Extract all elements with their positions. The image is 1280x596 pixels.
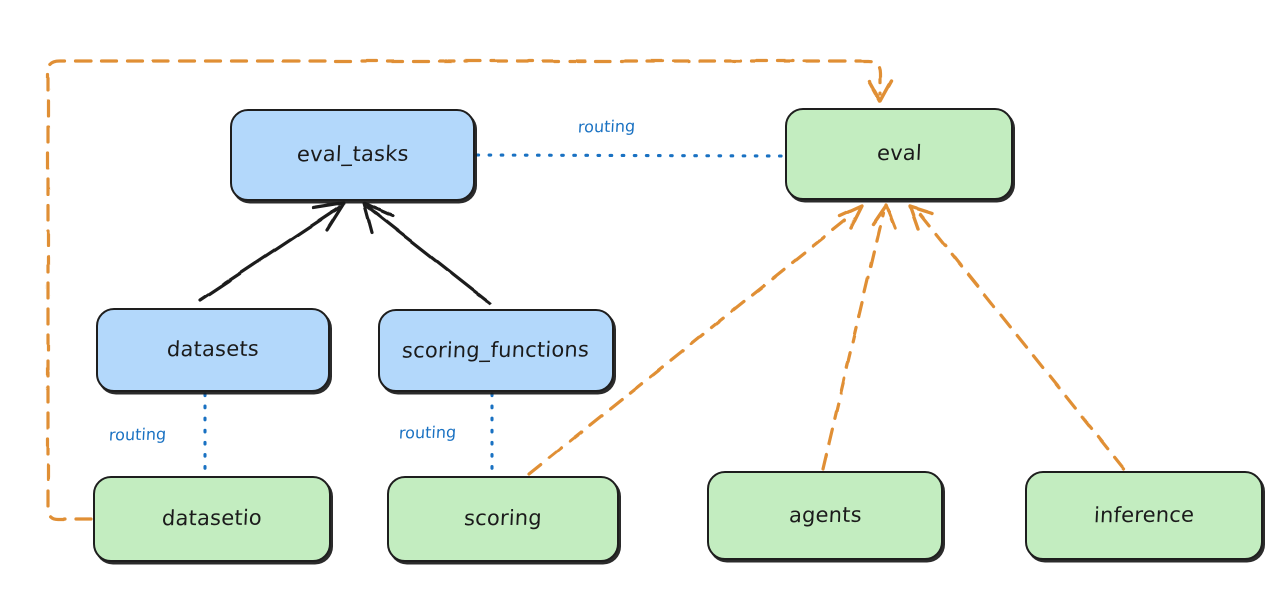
node-datasetio[interactable]: datasetio (93, 476, 331, 562)
edge-label-routing-eval-tasks: routing (577, 116, 636, 137)
node-scoring[interactable]: scoring (387, 476, 619, 562)
edge-label-routing-scoring-functions: routing (398, 422, 457, 443)
edge-agents-to-eval (821, 203, 897, 471)
node-datasets[interactable]: datasets (96, 308, 330, 392)
edge-label-routing-datasets: routing (108, 424, 167, 445)
node-scoring-functions-label: scoring_functions (401, 337, 591, 363)
node-eval-tasks[interactable]: eval_tasks (230, 109, 475, 201)
node-datasetio-label: datasetio (161, 506, 263, 531)
edge-inference-to-eval (908, 204, 1126, 471)
node-eval-tasks-label: eval_tasks (296, 142, 409, 167)
node-scoring-label: scoring (463, 506, 543, 531)
node-eval[interactable]: eval (785, 108, 1013, 200)
edge-datasets-to-eval_tasks (198, 201, 346, 302)
node-scoring-functions[interactable]: scoring_functions (378, 309, 614, 392)
edge-eval_tasks-to-eval (475, 153, 785, 158)
node-inference-label: inference (1093, 502, 1195, 528)
node-agents[interactable]: agents (707, 471, 943, 560)
node-eval-label: eval (876, 141, 923, 166)
node-agents-label: agents (788, 502, 862, 528)
node-datasets-label: datasets (166, 337, 260, 362)
node-inference[interactable]: inference (1025, 471, 1263, 560)
edge-scoring_functions-to-eval_tasks (362, 201, 492, 305)
